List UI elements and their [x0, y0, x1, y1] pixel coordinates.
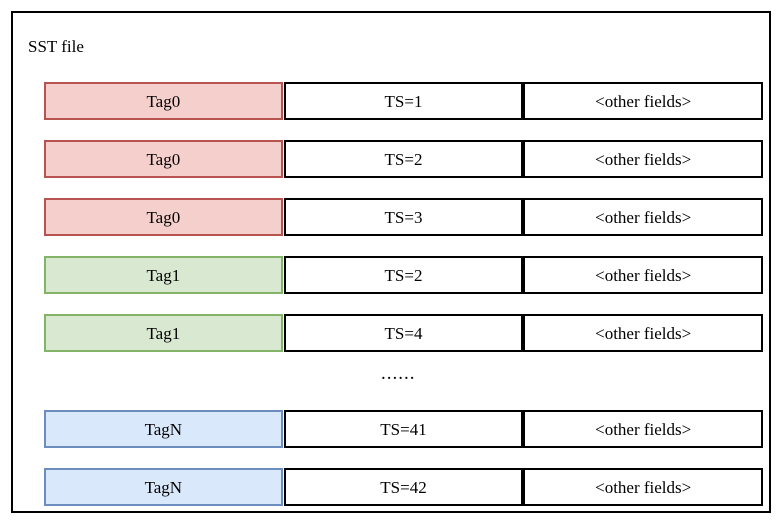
tag-cell: TagN [44, 410, 283, 448]
ellipsis-dots: ...... [381, 363, 416, 384]
tag-cell: TagN [44, 468, 283, 506]
tag-cell: Tag1 [44, 256, 283, 294]
timestamp-cell: TS=3 [283, 198, 524, 236]
sst-file-container: SST file Tag0 TS=1 <other fields> Tag0 T… [11, 11, 771, 513]
sst-record-row: Tag1 TS=4 <other fields> [44, 314, 764, 352]
sst-record-row: TagN TS=42 <other fields> [44, 468, 764, 506]
sst-record-row: TagN TS=41 <other fields> [44, 410, 764, 448]
sst-record-row: Tag0 TS=3 <other fields> [44, 198, 764, 236]
timestamp-cell: TS=42 [283, 468, 524, 506]
sst-record-row: Tag1 TS=2 <other fields> [44, 256, 764, 294]
tag-cell: Tag0 [44, 198, 283, 236]
other-fields-cell: <other fields> [523, 140, 764, 178]
timestamp-cell: TS=41 [283, 410, 524, 448]
timestamp-cell: TS=4 [283, 314, 524, 352]
other-fields-cell: <other fields> [523, 410, 764, 448]
timestamp-cell: TS=2 [283, 140, 524, 178]
sst-record-row: Tag0 TS=2 <other fields> [44, 140, 764, 178]
sst-record-list: Tag0 TS=1 <other fields> Tag0 TS=2 <othe… [44, 82, 764, 522]
other-fields-cell: <other fields> [523, 314, 764, 352]
other-fields-cell: <other fields> [523, 198, 764, 236]
timestamp-cell: TS=2 [283, 256, 524, 294]
sst-record-row: Tag0 TS=1 <other fields> [44, 82, 764, 120]
tag-cell: Tag0 [44, 82, 283, 120]
tag-cell: Tag1 [44, 314, 283, 352]
tag-cell: Tag0 [44, 140, 283, 178]
other-fields-cell: <other fields> [523, 468, 764, 506]
ellipsis-separator: ...... [44, 352, 763, 410]
sst-file-label: SST file [28, 37, 84, 56]
timestamp-cell: TS=1 [283, 82, 524, 120]
other-fields-cell: <other fields> [523, 82, 764, 120]
other-fields-cell: <other fields> [523, 256, 764, 294]
